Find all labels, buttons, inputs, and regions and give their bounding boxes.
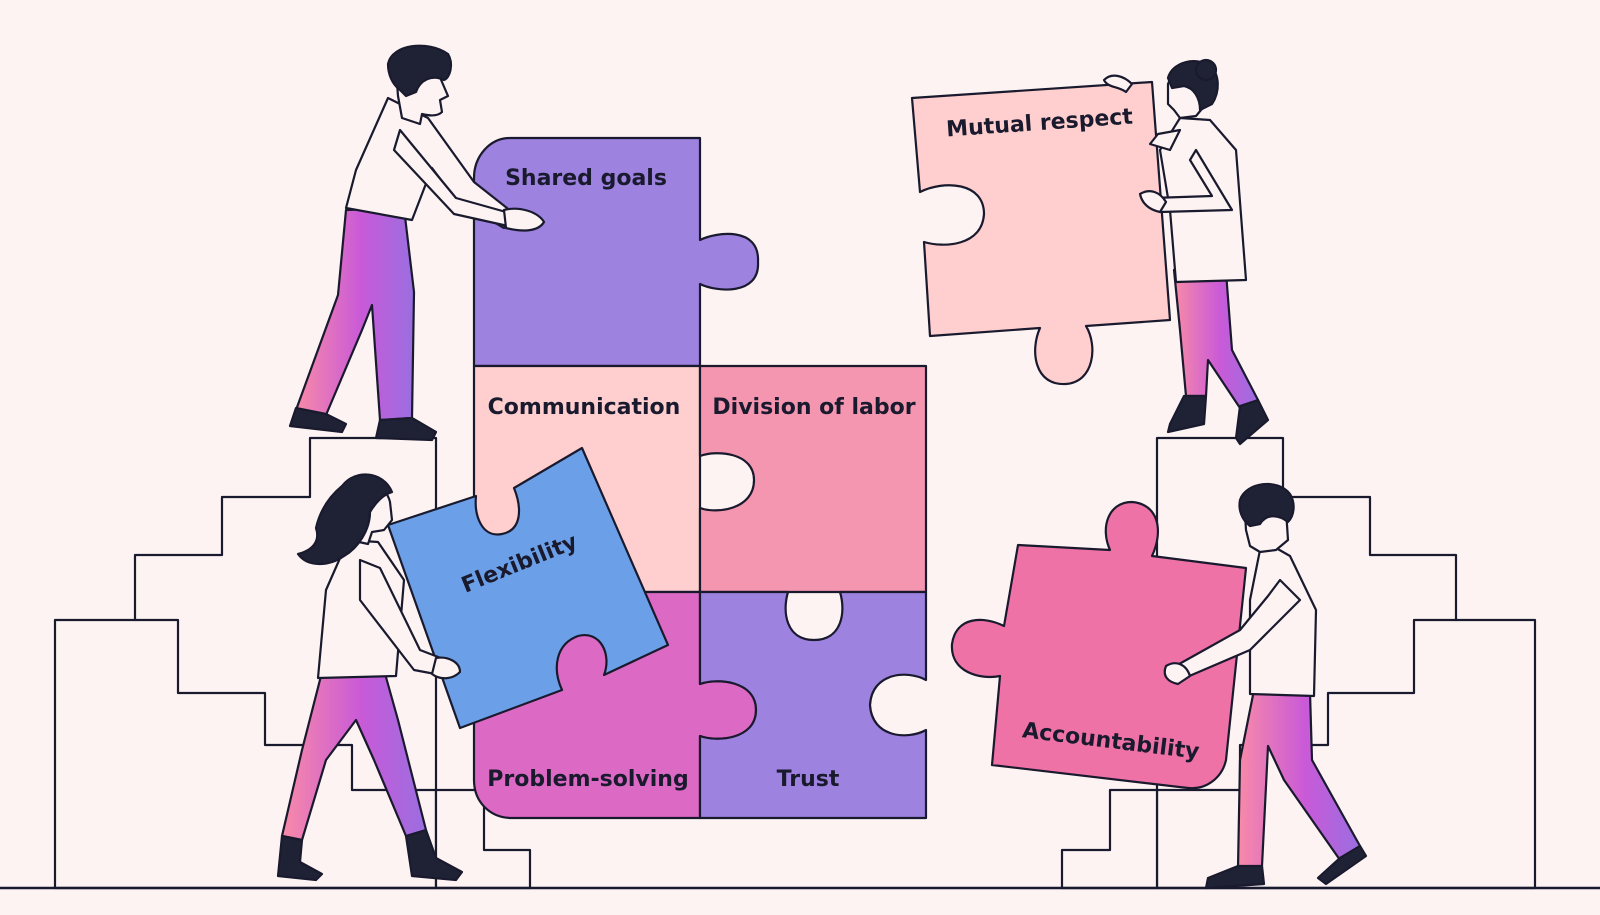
puzzle-piece-flexibility [386,446,670,730]
shoe-left [1166,394,1208,434]
puzzle-piece-shared-goals [472,136,760,368]
pants [294,206,416,422]
shoe-right [1316,844,1368,886]
hand-bottom [1138,190,1168,214]
hand-top [1102,74,1134,94]
right-staircase-front [1060,788,1159,890]
shoe-right [374,416,438,442]
hair [296,473,394,566]
shoe-left [288,406,348,434]
person-woman-top-right [1102,58,1270,446]
hair [386,44,453,98]
shoe-right [404,828,464,882]
label-division-of-labor: Division of labor [712,395,915,420]
puzzle-piece-mutual-respect [910,80,1172,386]
label-problem-solving: Problem-solving [487,767,688,792]
hair [1238,482,1295,528]
label-shared-goals: Shared goals [505,166,667,191]
puzzle-piece-accountability [950,500,1248,790]
label-trust: Trust [777,767,840,792]
person-woman-bottom-left [276,473,464,882]
pants [280,668,428,842]
person-man-bottom-right [1163,482,1368,890]
puzzle-piece-division-of-labor [698,364,928,594]
shoe-left [1204,864,1266,890]
hand [1163,662,1192,686]
shoe-left [276,834,324,882]
person-man-top-left [288,44,546,442]
left-staircase-inner [133,618,438,792]
hair-bun [1194,58,1218,82]
puzzle-piece-trust [698,590,928,820]
shoe-right [1234,398,1270,446]
hand [430,656,462,680]
pants [1236,688,1362,870]
hand [502,207,546,232]
arm-upper [1148,128,1182,152]
label-communication: Communication [488,395,681,420]
pants [1172,268,1260,410]
